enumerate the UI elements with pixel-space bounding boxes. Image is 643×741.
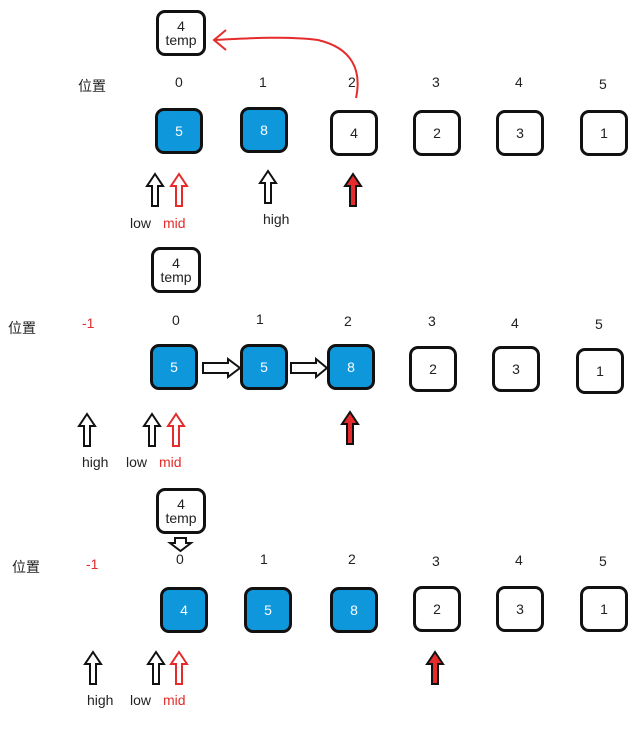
index-1: 1 — [256, 311, 264, 327]
index-3: 3 — [428, 313, 436, 329]
mid-label: mid — [159, 454, 182, 470]
array-cell: 3 — [496, 110, 544, 156]
high-label: high — [87, 692, 114, 708]
temp-box-1: 4 temp — [156, 10, 206, 56]
mid-pointer-arrow — [170, 173, 188, 207]
current-pointer-arrow — [426, 651, 444, 685]
index-5: 5 — [599, 553, 607, 569]
index-2: 2 — [344, 313, 352, 329]
temp-down-arrow — [167, 537, 194, 553]
temp-value: 4 — [172, 255, 180, 271]
temp-value: 4 — [177, 18, 185, 34]
index-2: 2 — [348, 551, 356, 567]
high-pointer-arrow — [78, 413, 96, 447]
high-label: high — [263, 211, 290, 227]
low-pointer-arrow — [146, 173, 164, 207]
array-cell: 4 — [160, 587, 208, 633]
temp-label: temp — [160, 269, 192, 285]
array-cell: 1 — [576, 348, 624, 394]
low-label: low — [126, 454, 148, 470]
low-pointer-arrow — [143, 413, 161, 447]
high-pointer-arrow — [259, 170, 277, 204]
temp-box-2: 4 temp — [151, 247, 201, 293]
array-cell: 8 — [240, 107, 288, 153]
index-5: 5 — [595, 316, 603, 332]
position-label-3: 位置 — [12, 559, 40, 575]
low-label: low — [130, 692, 152, 708]
index-5: 5 — [599, 76, 607, 92]
array-cell: 2 — [409, 346, 457, 392]
index-3: 3 — [432, 74, 440, 90]
mid-pointer-arrow — [167, 413, 185, 447]
index-1: 1 — [260, 551, 268, 567]
mid-label: mid — [163, 215, 186, 231]
array-cell: 3 — [496, 586, 544, 632]
array-cell: 5 — [240, 344, 288, 390]
array-cell: 2 — [413, 586, 461, 632]
index-4: 4 — [511, 315, 519, 331]
index-2: 2 — [348, 74, 356, 90]
array-cell: 5 — [150, 344, 198, 390]
index-0: 0 — [175, 74, 183, 90]
index-3: 3 — [432, 553, 440, 569]
array-cell: 8 — [327, 344, 375, 390]
array-cell: 1 — [580, 586, 628, 632]
current-pointer-arrow — [344, 173, 362, 207]
position-label-2: 位置 — [8, 320, 36, 336]
array-cell: 4 — [330, 110, 378, 156]
index-minus-one: -1 — [82, 315, 95, 331]
index-1: 1 — [259, 74, 267, 90]
temp-value: 4 — [177, 496, 185, 512]
index-0: 0 — [172, 312, 180, 328]
array-cell: 3 — [492, 346, 540, 392]
temp-box-3: 4 temp — [156, 488, 206, 534]
current-pointer-arrow — [341, 411, 359, 445]
low-label: low — [130, 215, 152, 231]
array-cell: 1 — [580, 110, 628, 156]
low-pointer-arrow — [147, 651, 165, 685]
index-0: 0 — [176, 551, 184, 567]
index-minus-one: -1 — [86, 556, 99, 572]
high-label: high — [82, 454, 109, 470]
move-to-temp-arrow — [213, 36, 359, 99]
mid-label: mid — [163, 692, 186, 708]
arrow-head — [212, 29, 227, 51]
temp-label: temp — [165, 510, 197, 526]
index-4: 4 — [515, 74, 523, 90]
array-cell: 5 — [244, 587, 292, 633]
high-pointer-arrow — [84, 651, 102, 685]
array-cell: 5 — [155, 108, 203, 154]
index-4: 4 — [515, 552, 523, 568]
position-label-1: 位置 — [78, 78, 106, 94]
array-cell: 2 — [413, 110, 461, 156]
mid-pointer-arrow — [170, 651, 188, 685]
array-cell: 8 — [330, 587, 378, 633]
temp-label: temp — [165, 32, 197, 48]
